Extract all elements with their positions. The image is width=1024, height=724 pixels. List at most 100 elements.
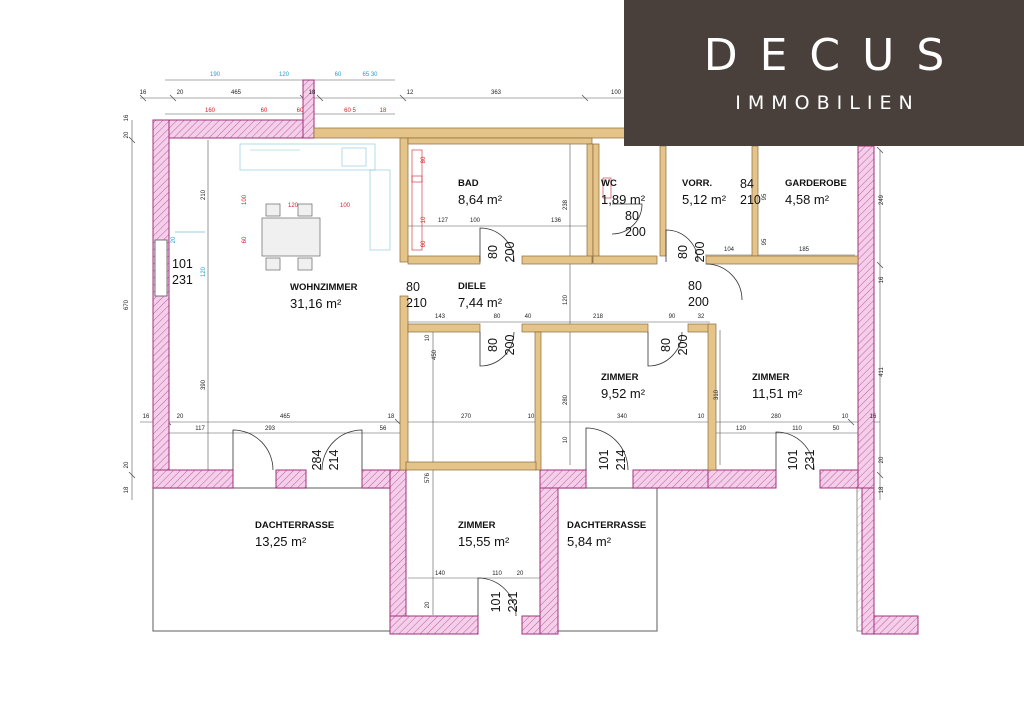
room-name: GARDEROBE [785, 178, 847, 189]
dimension-label: 576 [425, 472, 431, 483]
dimension-label: 10 [563, 436, 569, 443]
dimension-ticks [128, 94, 884, 479]
interior-walls [313, 127, 859, 471]
dining-table [261, 203, 321, 271]
dimension-label: 20 [124, 131, 130, 138]
dimension-label: 120 [201, 266, 207, 277]
room-vorr: VORR. 5,12 m² [682, 178, 727, 207]
dimension-label: 80 [421, 156, 427, 163]
door-width: 80 [688, 279, 702, 293]
dimension-label: 60 [335, 72, 342, 78]
dimension-label: 100 [340, 203, 351, 209]
dimension-label: 280 [563, 394, 569, 405]
bathroom-fixtures [411, 149, 423, 251]
dimension-label: 20 [171, 236, 177, 243]
door-height: 231 [803, 450, 817, 471]
door-width: 80 [406, 280, 420, 294]
window-wohnzimmer [154, 239, 168, 297]
door-width: 80 [486, 338, 500, 352]
dimension-label: 450 [432, 349, 438, 360]
room-area: 7,44 m² [458, 295, 503, 310]
room-name: WOHNZIMMER [290, 282, 358, 293]
room-area: 4,58 m² [785, 192, 830, 207]
dimension-label: 185 [799, 247, 810, 253]
room-area: 1,89 m² [601, 192, 646, 207]
door-width: 80 [625, 209, 639, 223]
dimension-label: 10 [698, 414, 705, 420]
door-swings [232, 203, 815, 617]
logo-wordmark: DECUS [703, 30, 967, 81]
dimension-label: 100 [242, 194, 248, 205]
room-area: 8,64 m² [458, 192, 503, 207]
dimension-label: 465 [280, 414, 291, 420]
dimension-label: 20 [517, 571, 524, 577]
dimension-label: 411 [879, 367, 885, 377]
dimension-label: 120 [288, 203, 299, 209]
door-height: 231 [506, 592, 520, 613]
dimension-label: 12 [407, 90, 414, 96]
door-width: 284 [310, 450, 324, 471]
dimension-label: 80 [494, 314, 501, 320]
dimension-label: 20 [425, 601, 431, 608]
dimension-label: 210 [201, 189, 207, 200]
logo-banner: DECUS IMMOBILIEN [624, 0, 1024, 146]
dimension-label: 20 [879, 456, 885, 463]
dimension-label: 60 [297, 108, 304, 114]
door-width: 101 [597, 450, 611, 471]
door-width: 101 [172, 257, 193, 271]
door-height: 231 [172, 273, 193, 287]
room-wc: WC1,89 m² [601, 178, 646, 207]
dimension-label: 60 [421, 240, 427, 247]
dimension-label: 60 5 [344, 108, 356, 114]
dimension-label: 238 [563, 199, 569, 210]
door-height: 200 [503, 242, 517, 263]
dimension-label: 120 [736, 426, 747, 432]
dimension-label: 60 [242, 236, 248, 243]
room-area: 5,84 m² [567, 534, 612, 549]
dimension-label: 100 [470, 218, 481, 224]
dimension-label: 670 [124, 299, 130, 310]
dimension-label: 110 [792, 426, 802, 432]
dimension-label: 140 [435, 571, 446, 577]
dimension-label: 20 [124, 461, 130, 468]
dimension-label: 218 [593, 314, 604, 320]
door-width: 80 [659, 338, 673, 352]
dimension-label: 18 [124, 486, 130, 493]
room-name: BAD [458, 178, 479, 189]
dimension-label: 20 [177, 90, 184, 96]
wc-fixtures [602, 177, 612, 199]
dimension-label: 40 [525, 314, 532, 320]
room-area: 5,12 m² [682, 192, 727, 207]
room-name: ZIMMER [601, 372, 639, 383]
dimension-label: 10 [421, 216, 427, 223]
door-height: 210 [406, 296, 427, 310]
dimension-label: 340 [617, 414, 628, 420]
dimension-label: 16 [879, 276, 885, 283]
dimension-label: 60 [261, 108, 268, 114]
door-height: 214 [614, 450, 628, 471]
room-name: VORR. [682, 178, 712, 189]
dimension-label: 280 [771, 414, 782, 420]
dimension-label: 117 [195, 426, 205, 432]
door-width: 80 [486, 245, 500, 259]
dimension-label: 90 [669, 314, 676, 320]
dimension-label: 190 [210, 72, 221, 78]
dimension-label: 390 [201, 379, 207, 390]
dimension-label: 18 [879, 486, 885, 493]
dimension-label: 18 [309, 90, 316, 96]
